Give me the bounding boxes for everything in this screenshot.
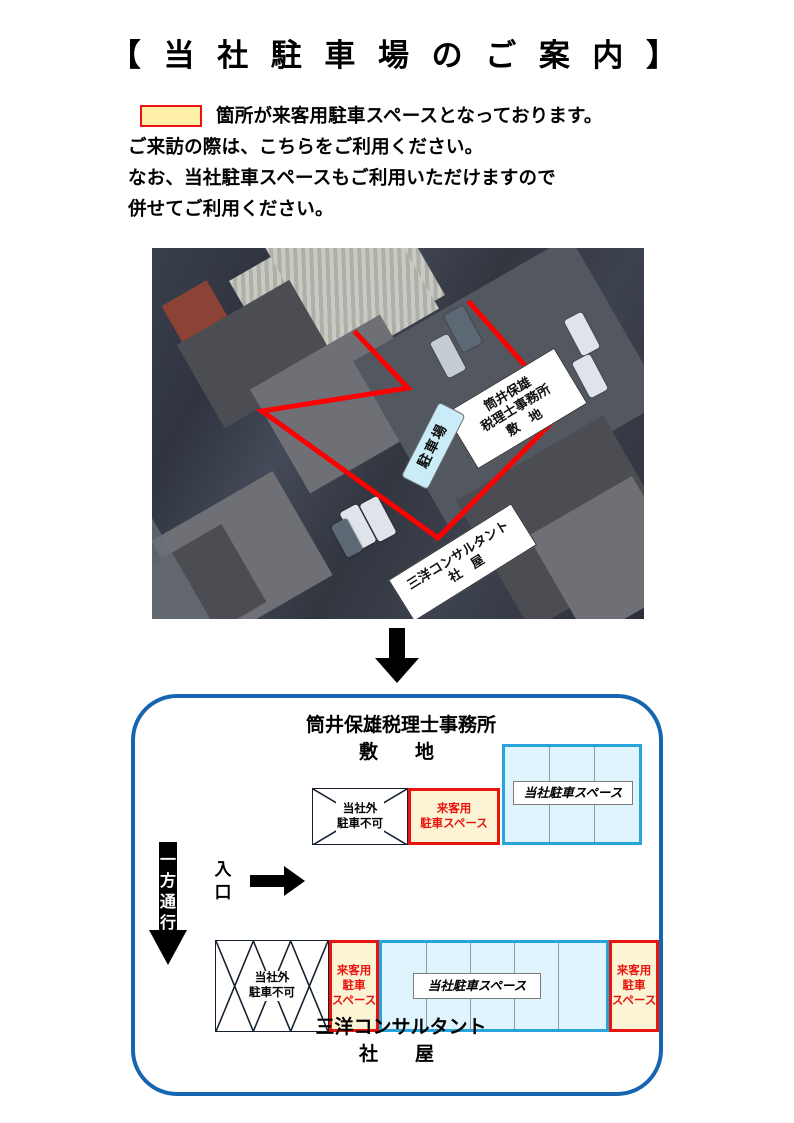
lower-visitor-left-line1: 来客用 — [336, 964, 372, 977]
upper-no-parking-box: 当社外 駐車不可 — [312, 788, 408, 845]
diagram-footer: 三洋コンサルタント 社 屋 — [135, 1014, 667, 1068]
intro-text-block: 箇所が来客用駐車スペースとなっております。 ご来訪の際は、こちらをご利用ください… — [128, 100, 728, 224]
intro-line-2: ご来訪の際は、こちらをご利用ください。 — [128, 136, 484, 157]
entrance-right-arrow-icon — [250, 866, 305, 896]
lower-no-parking-label: 当社外 駐車不可 — [248, 971, 296, 1001]
lower-visitor-space-left: 来客用 駐車 スペース — [329, 940, 379, 1032]
upper-no-parking-line2: 駐車不可 — [337, 817, 383, 830]
one-way-label: 一方通行 — [159, 852, 176, 932]
intro-line-4: 併せてご利用ください。 — [128, 198, 334, 219]
photo-boundary-outline — [255, 299, 568, 542]
lower-visitor-left-label: 来客用 駐車 スペース — [332, 964, 377, 1009]
diagram-title-line2: 敷 地 — [358, 742, 443, 763]
upper-company-parking-tag: 当社駐車スペース — [513, 781, 633, 805]
lower-visitor-left-line3: スペース — [331, 994, 377, 1007]
lower-visitor-left-line2: 駐車 — [342, 979, 366, 992]
aerial-photo-canvas: 筒井保雄 税理士事務所 敷 地 駐車場 三洋コンサルタント 社 屋 — [152, 248, 644, 619]
diagram-title: 筒井保雄税理士事務所 敷 地 — [135, 712, 667, 766]
visitor-space-color-swatch — [140, 104, 202, 127]
diagram-footer-line1: 三洋コンサルタント — [315, 1017, 487, 1038]
diagram-footer-line2: 社 屋 — [358, 1044, 443, 1065]
upper-visitor-space-box: 来客用 駐車スペース — [408, 788, 500, 845]
upper-no-parking-line1: 当社外 — [342, 802, 378, 815]
lower-visitor-right-line2: 駐車 — [622, 979, 646, 992]
down-arrow-icon — [375, 628, 419, 683]
lower-visitor-right-line3: スペース — [611, 994, 657, 1007]
entrance-label: 入口 — [214, 860, 232, 902]
lower-company-parking-tag: 当社駐車スペース — [413, 973, 541, 999]
diagram-title-line1: 筒井保雄税理士事務所 — [305, 715, 496, 736]
lower-no-parking-line2: 駐車不可 — [249, 987, 295, 999]
intro-line-1: 箇所が来客用駐車スペースとなっております。 — [128, 100, 728, 131]
parking-layout-diagram: 筒井保雄税理士事務所 敷 地 当社外 駐車不可 来客用 駐車スペース 当社駐車ス… — [131, 694, 663, 1096]
lower-no-parking-line1: 当社外 — [254, 972, 290, 984]
intro-line-1-text: 箇所が来客用駐車スペースとなっております。 — [216, 105, 603, 126]
upper-no-parking-label: 当社外 駐車不可 — [336, 801, 384, 832]
aerial-photo: 筒井保雄 税理士事務所 敷 地 駐車場 三洋コンサルタント 社 屋 — [152, 248, 644, 619]
parking-stall-divider — [558, 943, 559, 1029]
upper-visitor-line2: 駐車スペース — [420, 817, 488, 830]
lower-visitor-right-line1: 来客用 — [616, 964, 652, 977]
upper-visitor-line1: 来客用 — [436, 802, 472, 815]
one-way-arrow-icon — [149, 842, 187, 965]
intro-line-3: なお、当社駐車スペースもご利用いただけますので — [128, 167, 556, 188]
lower-no-parking-box: 当社外 駐車不可 — [215, 940, 329, 1032]
x-mark-icon — [216, 941, 328, 1032]
lower-visitor-right-label: 来客用 駐車 スペース — [612, 964, 657, 1009]
page-title: 【 当 社 駐 車 場 の ご 案 内 】 — [109, 38, 685, 73]
upper-visitor-space-label: 来客用 駐車スペース — [420, 802, 488, 832]
lower-visitor-space-right: 来客用 駐車 スペース — [609, 940, 659, 1032]
